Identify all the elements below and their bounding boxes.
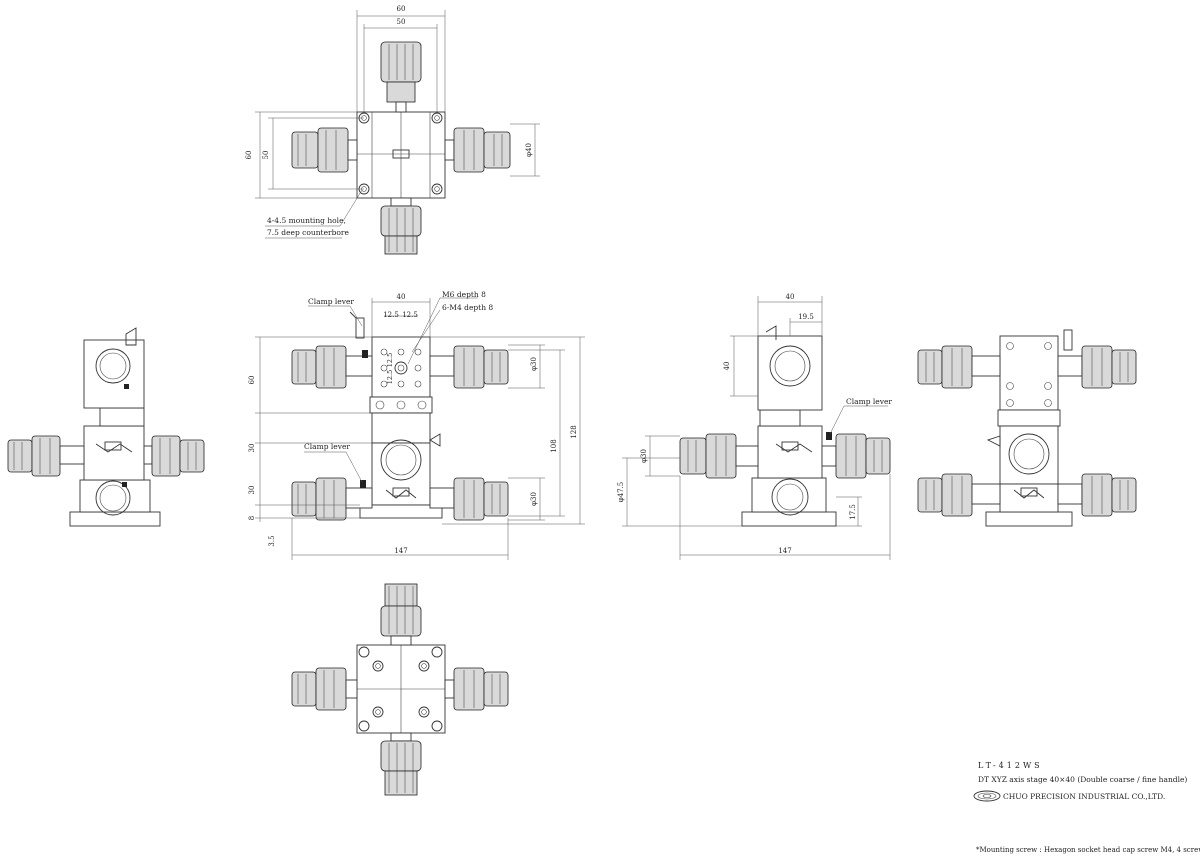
dim-front-height-128: 128 [570, 425, 578, 438]
top-knob-south [380, 197, 422, 255]
back-view [917, 329, 1137, 527]
dim-side-phi30: φ30 [640, 449, 648, 463]
dim-top-height-60: 60 [245, 151, 253, 160]
bottom-knob-west [291, 667, 358, 711]
right-knob-east [821, 433, 891, 479]
m4-holes [380, 348, 422, 388]
dim-front-vert-12-5-b: 12.5 [386, 370, 394, 384]
dim-front-height-30-a: 30 [248, 444, 256, 453]
bottom-view [291, 583, 509, 796]
right-side-view: 40 19.5 40 φ30 φ47.5 17.5 147 Clamp leve… [617, 293, 892, 560]
left-side-view [7, 327, 205, 527]
dim-side-height-40: 40 [723, 362, 731, 371]
company-name: CHUO PRECISION INDUSTRIAL CO.,LTD. [1003, 792, 1165, 801]
model-number: LT-412WS [978, 761, 1043, 770]
dim-side-height-17-5: 17.5 [849, 504, 857, 520]
top-knob-east [444, 127, 511, 173]
left-knob-east [143, 435, 205, 477]
dim-side-phi47-5: φ47.5 [617, 482, 625, 503]
dim-front-width-147: 147 [394, 547, 407, 555]
dim-front-height-108: 108 [550, 439, 558, 452]
dim-top-height-50: 50 [262, 151, 270, 160]
company-logo [973, 790, 1001, 802]
front-knob-ll [291, 477, 373, 521]
dim-front-vert-12-5-a: 12.5 [386, 353, 394, 367]
dim-front-height-60: 60 [248, 376, 256, 385]
note-m4-depth: 6-M4 depth 8 [442, 303, 493, 312]
dim-front-height-3-5: 3.5 [268, 535, 276, 546]
bottom-knob-south [380, 732, 422, 796]
bottom-knob-east [444, 667, 509, 711]
title-block: LT-412WS DT XYZ axis stage 40×40 (Double… [973, 761, 1200, 854]
mounting-screw-footnote: *Mounting screw : Hexagon socket head ca… [976, 846, 1200, 854]
dim-top-width-60: 60 [397, 5, 406, 13]
note-mount-hole-1: 4-4.5 mounting hole, [267, 216, 346, 225]
top-view: 60 50 60 50 φ40 4-4.5 mounting hole, 7.5… [245, 5, 540, 255]
right-knob-west [679, 433, 759, 479]
top-knob-north [380, 41, 422, 113]
back-knob-lr [1057, 473, 1137, 517]
back-knob-ur [1057, 345, 1137, 389]
dim-top-phi40: φ40 [525, 143, 533, 157]
note-clamp-lever-3: Clamp lever [846, 397, 892, 406]
dim-front-height-8: 8 [248, 516, 256, 520]
front-knob-ul [291, 345, 373, 389]
dim-front-width-12-5-a: 12.5 [383, 311, 399, 319]
note-clamp-lever-2: Clamp lever [304, 442, 350, 451]
dim-front-width-40: 40 [397, 293, 406, 301]
front-knob-ur [429, 345, 509, 389]
note-clamp-lever-1: Clamp lever [308, 297, 354, 306]
dim-top-width-50: 50 [397, 18, 406, 26]
dim-side-width-147: 147 [778, 547, 791, 555]
product-description: DT XYZ axis stage 40×40 (Double coarse /… [978, 775, 1187, 784]
dim-side-width-40: 40 [786, 293, 795, 301]
dim-front-width-12-5-b: 12.5 [402, 311, 418, 319]
dim-front-height-30-b: 30 [248, 486, 256, 495]
back-knob-ll [917, 473, 1001, 517]
front-view: 40 12.5 12.5 12.5 12.5 60 30 30 8 3.5 10… [248, 290, 585, 560]
dim-side-width-19-5: 19.5 [798, 313, 814, 321]
dim-front-phi30-a: φ30 [530, 357, 538, 371]
dim-front-phi30-b: φ30 [530, 492, 538, 506]
left-knob-west [7, 435, 85, 477]
note-mount-hole-2: 7.5 deep counterbore [267, 228, 349, 237]
front-knob-lr [429, 477, 509, 521]
top-knob-west [291, 127, 358, 173]
bottom-knob-north [380, 583, 422, 646]
back-knob-ul [917, 345, 1001, 389]
note-m6-depth: M6 depth 8 [442, 290, 486, 299]
